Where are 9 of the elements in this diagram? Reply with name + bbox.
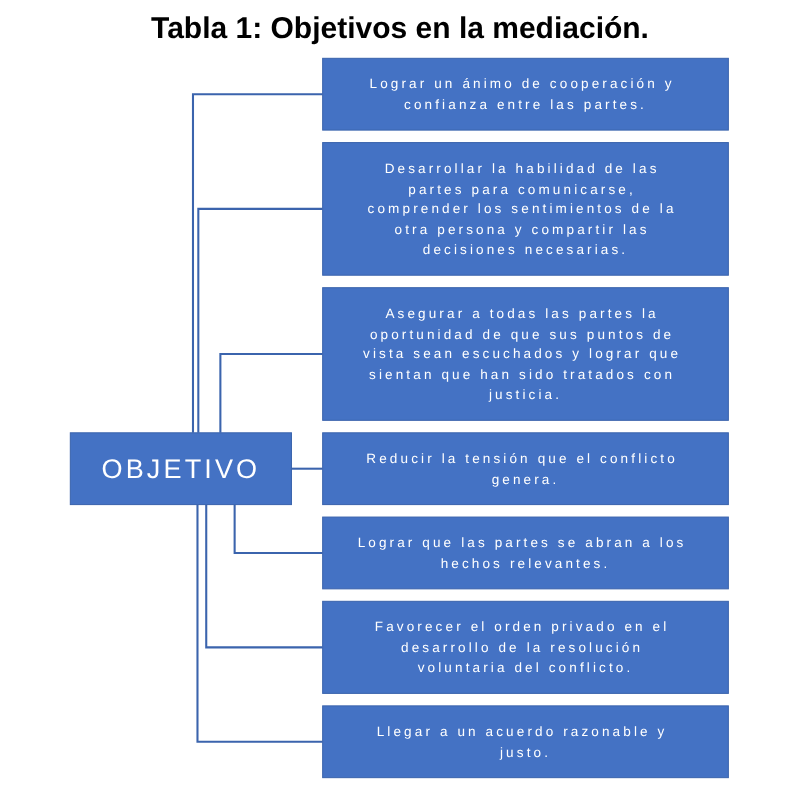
connector <box>234 504 324 554</box>
node-box: OBJETIVO <box>70 432 293 506</box>
connector <box>220 352 324 433</box>
connector <box>205 504 324 649</box>
connector <box>291 467 324 470</box>
connector <box>197 504 324 743</box>
diagram-title: Tabla 1: Objetivos en la mediación. <box>149 12 651 46</box>
connector <box>192 93 324 433</box>
connector <box>197 207 324 433</box>
